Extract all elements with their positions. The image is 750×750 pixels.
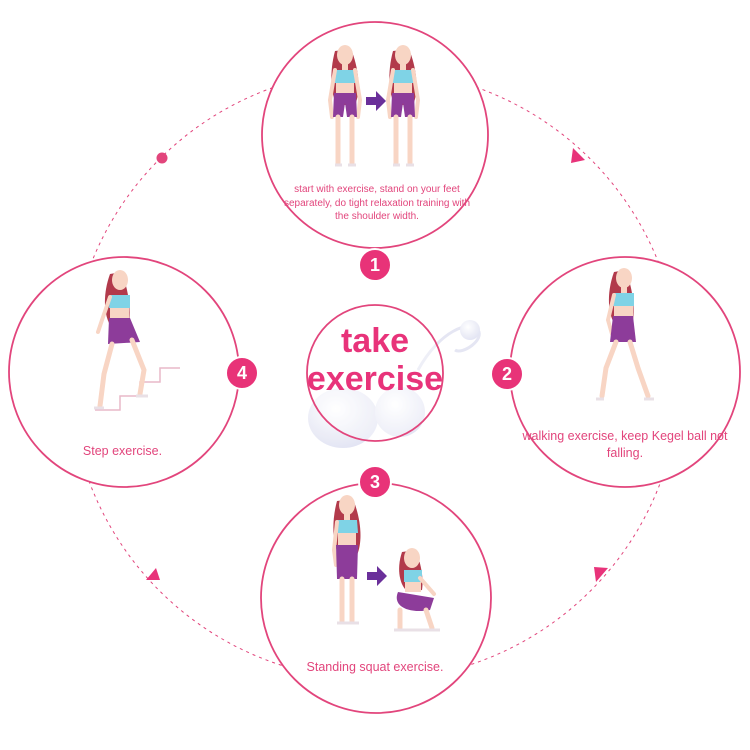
step-4-caption: Step exercise. [82, 444, 163, 458]
squat-figure [394, 548, 440, 632]
step-2-caption: walking exercise, keep Kegel ball not fa… [522, 429, 728, 460]
orbit-arrow-icon [571, 148, 585, 163]
orbit-arrow-icon [594, 567, 608, 582]
walking-figure [596, 268, 654, 401]
step-1-badge: 1 [358, 248, 392, 282]
orbit-arrow-icon [146, 568, 160, 580]
step-3-circle [260, 482, 492, 714]
center-circle [306, 304, 444, 442]
step-3-caption: Standing squat exercise. [306, 660, 444, 674]
step-3-badge: 3 [358, 465, 392, 499]
step-4-badge: 4 [225, 356, 259, 390]
step-exercise-figure [94, 270, 148, 410]
orbit-dot [156, 152, 168, 164]
step-1-caption: start with exercise, stand on your feet … [283, 184, 471, 222]
center-title-line-2: exercise [306, 360, 444, 398]
transition-arrow-icon [367, 566, 387, 586]
kegel-ball-graphic [308, 320, 481, 448]
pre-squat-figure [331, 495, 361, 625]
standing-figure-1 [327, 45, 363, 167]
transition-arrow-icon [366, 91, 386, 111]
standing-figure-2 [385, 45, 421, 167]
center-title-line-1: take [340, 322, 410, 360]
step-2-badge: 2 [490, 357, 524, 391]
